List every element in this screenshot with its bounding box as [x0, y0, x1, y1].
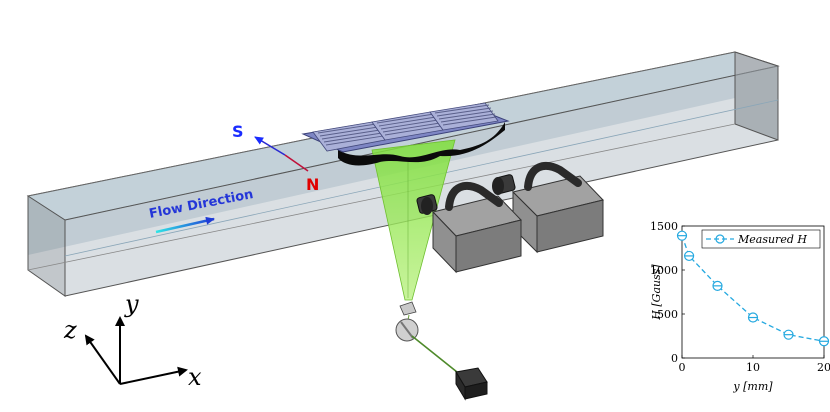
- chart-legend-label: Measured H: [737, 233, 807, 246]
- laser-source: [455, 367, 488, 401]
- field-strength-chart: 0 10 20 0 500 1000 1500 Measured H H [Gauss] y…: [650, 220, 830, 393]
- z-axis-label: z: [63, 316, 77, 344]
- chart-points: [676, 230, 830, 347]
- chart-x-tick-label: 10: [746, 361, 760, 374]
- camera-rear: [492, 162, 604, 254]
- magnet-block-1: [312, 121, 386, 152]
- chart-data-point: [783, 329, 794, 340]
- chart-x-tick-label: 20: [817, 361, 830, 374]
- laser-optics: [395, 301, 488, 401]
- y-axis-label: y: [124, 290, 139, 318]
- chart-y-tick-label: 0: [671, 352, 678, 365]
- chart-y-tick-label: 500: [657, 308, 678, 321]
- chart-y-tick-label: 1000: [650, 264, 678, 277]
- x-axis-label: x: [188, 363, 202, 391]
- magnet-shadow: [338, 122, 505, 166]
- chart-axis-ticks: 0 10 20 0 500 1000 1500: [650, 220, 830, 374]
- chart-legend: Measured H: [701, 229, 821, 249]
- channel-right-end: [734, 51, 779, 141]
- x-axis-arrow: [119, 366, 188, 385]
- chart-y-axis-label: H [Gauss]: [650, 264, 663, 321]
- polarity-north-segment: [284, 154, 309, 172]
- polarity-south-arrow: [254, 136, 286, 156]
- magnet-array: [301, 102, 510, 166]
- chart-data-point: [818, 336, 830, 347]
- flow-direction-arrow: [155, 216, 215, 234]
- magnet-block-3: [429, 102, 499, 131]
- coordinate-axes: y x z: [63, 290, 202, 391]
- channel-left-end: [27, 195, 66, 297]
- chart-data-point: [747, 312, 759, 323]
- laser-sheet: [371, 139, 456, 301]
- chart-data-point: [676, 230, 688, 241]
- chart-data-point: [712, 280, 723, 291]
- chart-data-point: [683, 250, 695, 262]
- z-axis-arrow: [84, 334, 121, 385]
- north-label: N: [306, 175, 319, 194]
- camera-front: [416, 182, 522, 274]
- chart-y-tick-label: 1500: [650, 220, 678, 233]
- polarity-indicator: S N: [232, 122, 319, 194]
- laser-beam: [411, 335, 463, 377]
- chart-x-axis-label: y [mm]: [732, 380, 773, 393]
- magnet-block-2: [371, 111, 444, 141]
- south-label: S: [232, 122, 244, 141]
- chart-x-tick-label: 0: [679, 361, 686, 374]
- cylindrical-lens: [399, 301, 417, 316]
